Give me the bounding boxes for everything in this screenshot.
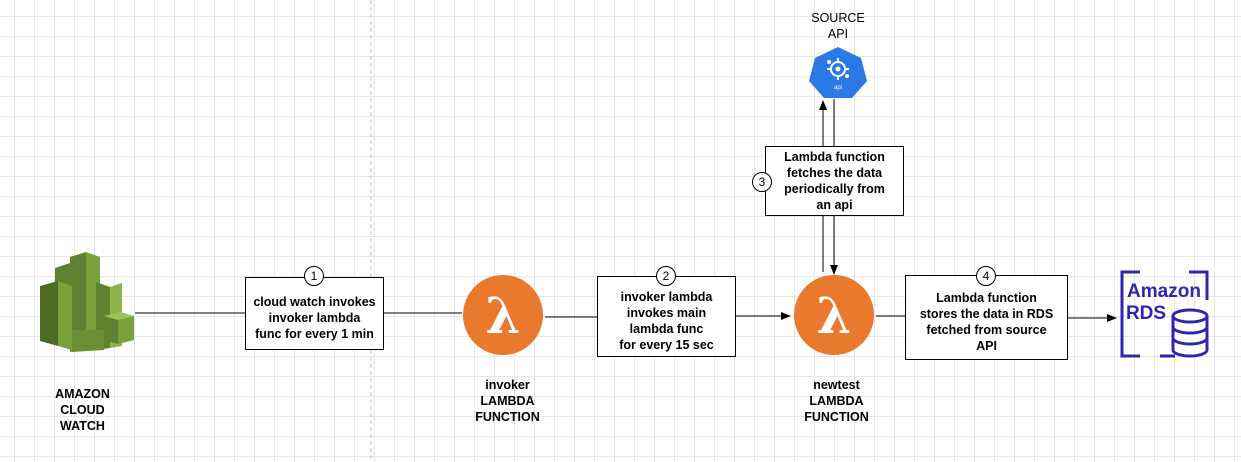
svg-text:λ: λ [816, 286, 851, 345]
step-2-text: invoker lambda invokes main lambda func … [619, 289, 714, 352]
step-3-text: Lambda function fetches the data periodi… [784, 150, 885, 212]
step-2-box: invoker lambda invokes main lambda func … [597, 276, 736, 357]
api-gateway-icon: api [809, 47, 867, 98]
svg-text:Amazon: Amazon [1127, 281, 1201, 302]
source-api-label: SOURCE API [811, 11, 865, 41]
step-3-box: Lambda function fetches the data periodi… [765, 146, 904, 216]
step-1-box: cloud watch invokes invoker lambda func … [245, 277, 384, 350]
newtest-lambda-label: newtest LAMBDA FUNCTION [804, 378, 869, 424]
newtest-lambda-icon: λ [794, 275, 874, 355]
invoker-lambda-label: invoker LAMBDA FUNCTION [475, 378, 540, 424]
amazon-rds-icon: Amazon RDS [1120, 270, 1209, 358]
svg-text:api: api [834, 85, 842, 91]
step-2-badge: 2 [656, 266, 676, 286]
step-1-text: cloud watch invokes invoker lambda func … [253, 294, 376, 341]
invoker-lambda-icon: λ [463, 275, 543, 355]
cloudwatch-label: AMAZON CLOUD WATCH [55, 387, 110, 433]
step-4-text: Lambda function stores the data in RDS f… [919, 290, 1054, 353]
step-4-badge: 4 [976, 266, 996, 286]
amazon-cloudwatch-icon [40, 252, 134, 352]
step-4-box: Lambda function stores the data in RDS f… [905, 275, 1068, 360]
svg-text:λ: λ [485, 286, 520, 345]
step-3-badge: 3 [752, 172, 772, 192]
step-1-badge: 1 [304, 266, 324, 286]
svg-text:RDS: RDS [1126, 303, 1166, 324]
